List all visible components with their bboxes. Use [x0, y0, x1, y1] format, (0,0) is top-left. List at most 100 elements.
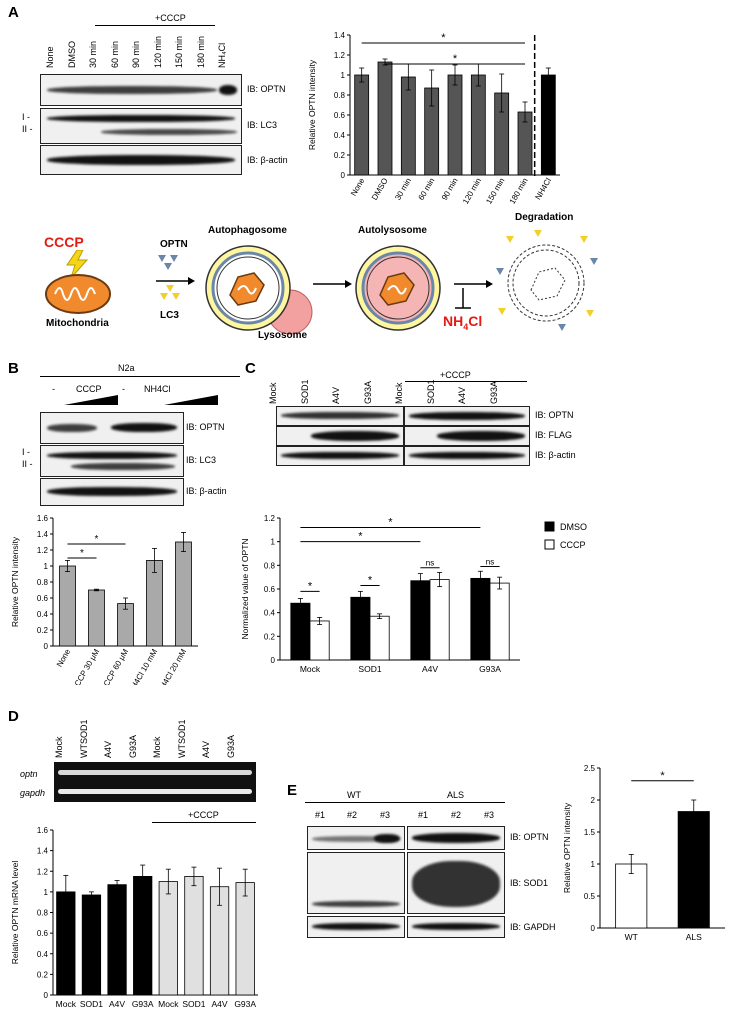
- y-tick-label: 0.8: [264, 561, 276, 570]
- blot-label-b-lc3: IB: LC3: [186, 455, 217, 465]
- gel-label-gapdh: gapdh: [20, 788, 46, 798]
- y-tick-label: 1.4: [334, 31, 346, 40]
- lane-label-c-1: SOD1: [299, 379, 310, 404]
- y-tick-label: 0.6: [264, 585, 276, 594]
- lane-label-a-2: 30 min: [88, 40, 98, 68]
- x-tick-label: NH4Cl 20 mM: [155, 647, 188, 685]
- lane-label-a-6: 150 min: [174, 35, 184, 68]
- blot-b-lc3: [40, 445, 184, 477]
- group-e-als: ALS: [447, 790, 465, 800]
- autolysosome-label: Autolysosome: [358, 225, 427, 236]
- x-tick-label: Mock: [56, 999, 77, 1009]
- y-tick-label: 0.2: [37, 970, 49, 979]
- bar: [117, 603, 134, 647]
- bar: [175, 541, 192, 647]
- group-b-1: -: [52, 384, 55, 394]
- lane-e-4: #1: [418, 810, 429, 820]
- y-tick-label: 0.6: [334, 111, 346, 120]
- group-b-3: -: [122, 384, 125, 394]
- y-tick-label: 1: [44, 888, 49, 897]
- x-tick-label: G93A: [479, 664, 501, 674]
- legend-swatch: [544, 539, 555, 550]
- x-tick-label: DMSO: [370, 177, 390, 202]
- x-tick-label: ALS: [686, 932, 702, 942]
- bar: [59, 565, 76, 647]
- x-tick-label: NH4Cl: [533, 176, 553, 201]
- sig-label: ns: [486, 558, 494, 567]
- lc3-i-mark-a: I -: [22, 112, 30, 122]
- lane-label-c-0: Mock: [268, 382, 278, 404]
- y-tick-label: 1.6: [37, 826, 49, 835]
- sig-star: *: [80, 548, 84, 559]
- lane-label-d-3: G93A: [127, 734, 138, 758]
- y-tick-label: 1.5: [584, 828, 596, 837]
- y-tick-label: 1.2: [264, 514, 276, 523]
- lane-e-1: #1: [315, 810, 326, 820]
- blot-a-lc3: [40, 108, 242, 144]
- autophagy-schematic: CCCP Mitochondria OPTN LC3 Autophagosome…: [8, 200, 728, 341]
- bar: [290, 602, 311, 661]
- optn-lc3-icons: [156, 255, 195, 300]
- sig-label: ns: [426, 559, 434, 568]
- y-tick-label: 0: [271, 656, 276, 665]
- lysosome-label: Lysosome: [258, 330, 308, 341]
- bar: [429, 579, 450, 661]
- y-tick-label: 0: [44, 991, 49, 1000]
- blot-label-e-gapdh: IB: GAPDH: [510, 922, 556, 932]
- lc3-i-mark-b: I -: [22, 447, 30, 457]
- bar: [615, 863, 648, 929]
- x-tick-label: Mock: [158, 999, 179, 1009]
- x-tick-label: 30 min: [393, 177, 413, 202]
- bar: [540, 74, 556, 176]
- group-b-4: NH4Cl: [144, 384, 171, 394]
- y-tick-label: 0.8: [334, 91, 346, 100]
- y-tick-label: 0.8: [37, 909, 49, 918]
- y-tick-label: 2: [591, 796, 596, 805]
- lane-label-a-7: 180 min: [195, 35, 206, 68]
- bar: [470, 74, 486, 176]
- y-tick-label: 1: [44, 562, 49, 571]
- panel-label-a: A: [8, 4, 19, 21]
- bar: [447, 74, 463, 176]
- blot-label-a-actin: IB: β-actin: [247, 155, 288, 165]
- lane-label-d-6: A4V: [201, 740, 211, 758]
- sig-star: *: [358, 531, 363, 543]
- x-tick-label: A4V: [422, 664, 438, 674]
- x-tick-label: Mock: [300, 664, 321, 674]
- x-tick-label: A4V: [109, 999, 125, 1009]
- lane-label-a-3: 60 min: [109, 40, 120, 68]
- x-tick-label: SOD1: [182, 999, 205, 1009]
- y-tick-label: 0.8: [37, 578, 49, 587]
- x-tick-label: 90 min: [440, 177, 460, 202]
- bar: [235, 882, 255, 996]
- autophagosome-icon: [205, 245, 313, 335]
- y-tick-label: 0: [44, 642, 49, 651]
- bar: [354, 74, 370, 176]
- blot-b-optn: [40, 412, 184, 444]
- lc3-ii-mark-b: II -: [22, 459, 33, 469]
- sig-star: *: [453, 53, 458, 65]
- panel-label-e: E: [287, 782, 298, 799]
- x-tick-label: CCCP 30 μM: [70, 647, 102, 685]
- y-tick-label: 1: [271, 538, 276, 547]
- panel-label-c: C: [245, 360, 256, 377]
- bar: [81, 894, 102, 996]
- panel-label-b: B: [8, 360, 19, 377]
- lane-label-d-7: G93A: [225, 734, 236, 758]
- dose-wedges: [64, 395, 218, 405]
- cccp-label-c: +CCCP: [440, 370, 471, 380]
- y-tick-label: 2.5: [584, 764, 596, 773]
- bar: [489, 582, 510, 661]
- blot-c-actin-left: [276, 446, 404, 466]
- y-tick-label: 1.2: [334, 51, 346, 60]
- x-tick-label: 60 min: [417, 177, 437, 202]
- optn-label: OPTN: [160, 239, 188, 250]
- nh4cl-inhibitor-label: NH4Cl: [443, 313, 483, 332]
- y-tick-label: 0.4: [334, 131, 346, 140]
- y-tick-label: 1.6: [37, 514, 49, 523]
- y-tick-label: 0: [341, 171, 346, 180]
- y-tick-label: 1.4: [37, 530, 49, 539]
